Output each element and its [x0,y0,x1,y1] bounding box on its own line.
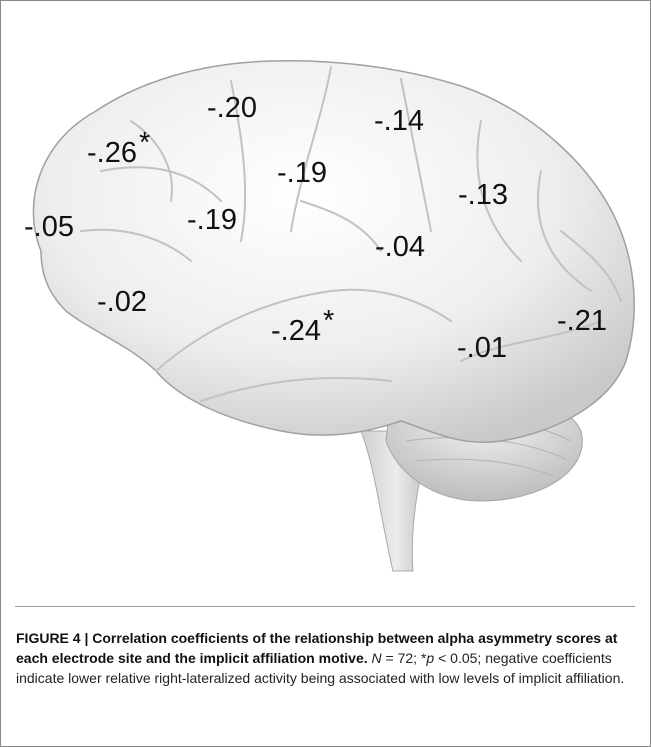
label-value: -.05 [24,211,74,243]
label-value: -.24 [271,315,321,347]
label-value: -.19 [277,157,327,189]
significance-marker: * [322,305,335,337]
label-occipital: -.21 [557,307,607,336]
label-value: -.26 [87,137,137,169]
label-value: -.02 [97,286,147,318]
label-superior-frontal: -.20 [207,94,257,123]
caption-n-value: = 72; * [381,650,427,666]
significance-marker: * [138,127,151,159]
label-value: -.20 [207,92,257,124]
label-value: -.13 [458,179,508,211]
label-value: -.14 [374,105,424,137]
label-parietal-upper: -.14 [374,107,424,136]
caption-title: FIGURE 4 | Correlation coefficients of t… [16,630,618,666]
label-posterior-temporal: -.01 [457,334,507,363]
label-precentral: -.19 [187,206,237,235]
caption-divider [15,606,635,607]
label-value: -.19 [187,204,237,236]
label-temporal: -.24* [271,307,334,347]
label-frontal-pole: -.05 [24,213,74,242]
label-inferior-frontal: -.02 [97,288,147,317]
caption-n-symbol: N [371,650,382,666]
label-supramarginal: -.04 [375,233,425,262]
caption-p-symbol: p [426,650,435,666]
figure-caption: FIGURE 4 | Correlation coefficients of t… [16,628,632,688]
cerebrum-shape [32,59,635,444]
label-value: -.04 [375,231,425,263]
label-middle-frontal: -.19 [277,159,327,188]
caption-body: < 0.05; negative coefficients indicate l… [16,650,625,686]
label-frontal-upper: -.26* [87,129,150,169]
brain-illustration [32,59,635,572]
label-value: -.21 [557,305,607,337]
label-value: -.01 [457,332,507,364]
label-parietal: -.13 [458,181,508,210]
